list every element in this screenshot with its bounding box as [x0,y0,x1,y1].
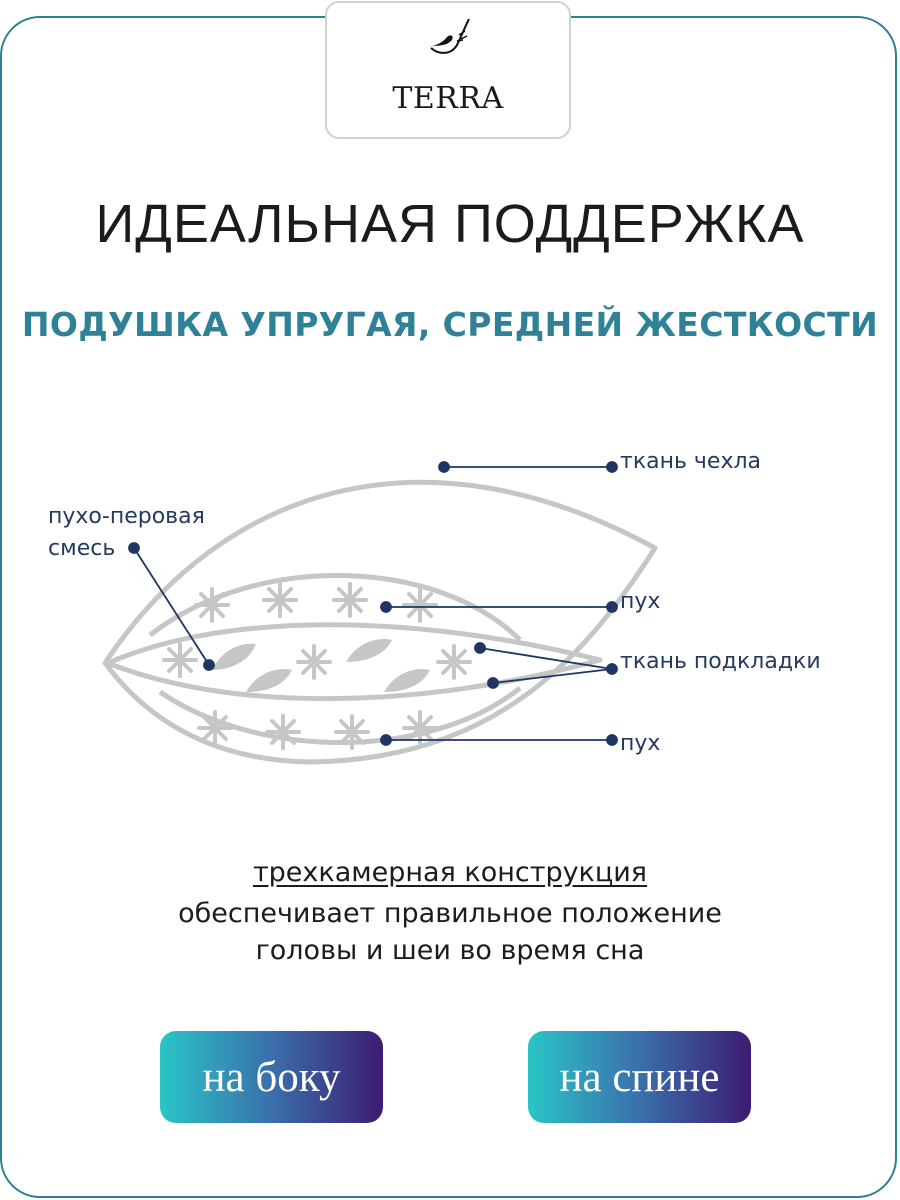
side-sleep-button[interactable]: на боку [160,1031,383,1123]
pillow-diagram: ткань чехла пух ткань подкладки пух пухо… [0,430,900,790]
brand-name: TERRA [392,81,504,116]
label-mix-line1: пухо-перовая [48,504,205,529]
pillow-illustration [102,461,658,765]
description-line-1: трехкамерная конструкция [0,857,900,888]
pillow-cover-shape [102,479,658,765]
label-mix-line2: смесь [48,536,116,561]
label-lining-fabric: ткань подкладки [620,649,821,674]
page-title: ИДЕАЛЬНАЯ ПОДДЕРЖКА [95,194,805,254]
feather-icons [212,638,430,692]
label-down-bottom: пух [620,731,661,756]
middle-chamber-shape [105,622,603,702]
label-cover-fabric: ткань чехла [620,449,762,474]
page-subtitle: ПОДУШКА УПРУГАЯ, СРЕДНЕЙ ЖЕСТКОСТИ [21,305,879,344]
back-sleep-button[interactable]: на спине [528,1031,751,1123]
logo-box: TERRA [325,1,571,139]
description-line-3: головы и шеи во время сна [255,935,645,966]
label-down-top: пух [620,589,661,614]
feather-logo-icon [429,18,470,54]
down-star-icons [162,582,472,750]
description-underlined: трехкамерная конструкция [252,857,648,888]
description-line-2: обеспечивает правильное положение [178,898,722,929]
